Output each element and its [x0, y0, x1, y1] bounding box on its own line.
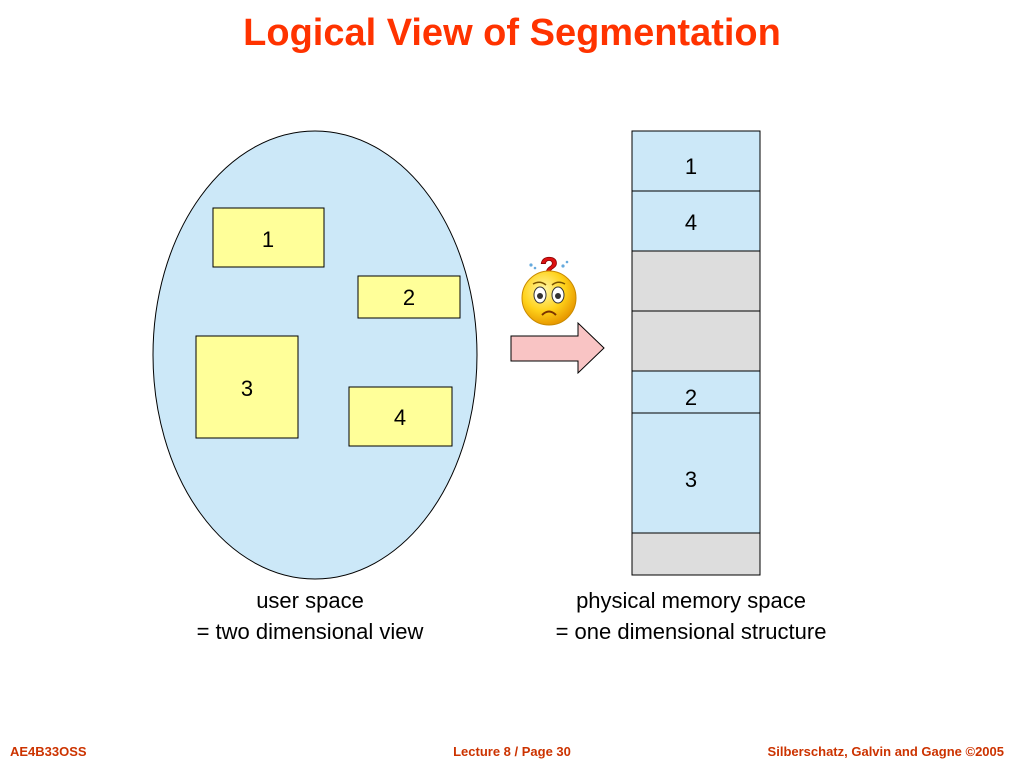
physical-memory-column: 1 4 2 3 [631, 130, 761, 576]
memory-block-4-label: 3 [685, 467, 697, 492]
memory-block-3-label: 2 [685, 385, 697, 410]
memory-block-2-label: 4 [685, 210, 697, 235]
memory-block-2: 4 [631, 190, 761, 252]
footer-course-code: AE4B33OSS [10, 744, 87, 759]
user-space-caption-line2: = two dimensional view [196, 619, 424, 644]
confused-face-icon: ? [521, 252, 577, 326]
memory-block-1-label: 1 [685, 154, 697, 179]
footer-copyright: Silberschatz, Galvin and Gagne ©2005 [767, 744, 1004, 759]
memory-block-free-3 [631, 532, 761, 576]
memory-block-free-1 [631, 250, 761, 312]
footer-page-info: Lecture 8 / Page 30 [453, 744, 571, 759]
memory-block-4: 3 [631, 412, 761, 534]
user-segment-1-label: 1 [262, 227, 274, 252]
memory-block-free-2 [631, 310, 761, 372]
physical-memory-caption-line1: physical memory space [576, 588, 806, 613]
user-segment-4-label: 4 [394, 405, 406, 430]
physical-memory-caption-line2: = one dimensional structure [555, 619, 827, 644]
user-segment-3-label: 3 [241, 376, 253, 401]
user-segment-2: 2 [357, 275, 461, 319]
slide-title: Logical View of Segmentation [243, 12, 781, 54]
user-segment-3: 3 [195, 335, 299, 439]
memory-block-1: 1 [631, 130, 761, 192]
user-space-caption: user space = two dimensional view [150, 585, 470, 647]
user-space-caption-line1: user space [256, 588, 364, 613]
right-arrow-icon [510, 321, 605, 375]
user-segment-4: 4 [348, 386, 453, 447]
user-segment-2-label: 2 [403, 285, 415, 310]
memory-block-3: 2 [631, 370, 761, 414]
user-segment-1: 1 [212, 207, 325, 268]
physical-memory-caption: physical memory space = one dimensional … [520, 585, 862, 647]
